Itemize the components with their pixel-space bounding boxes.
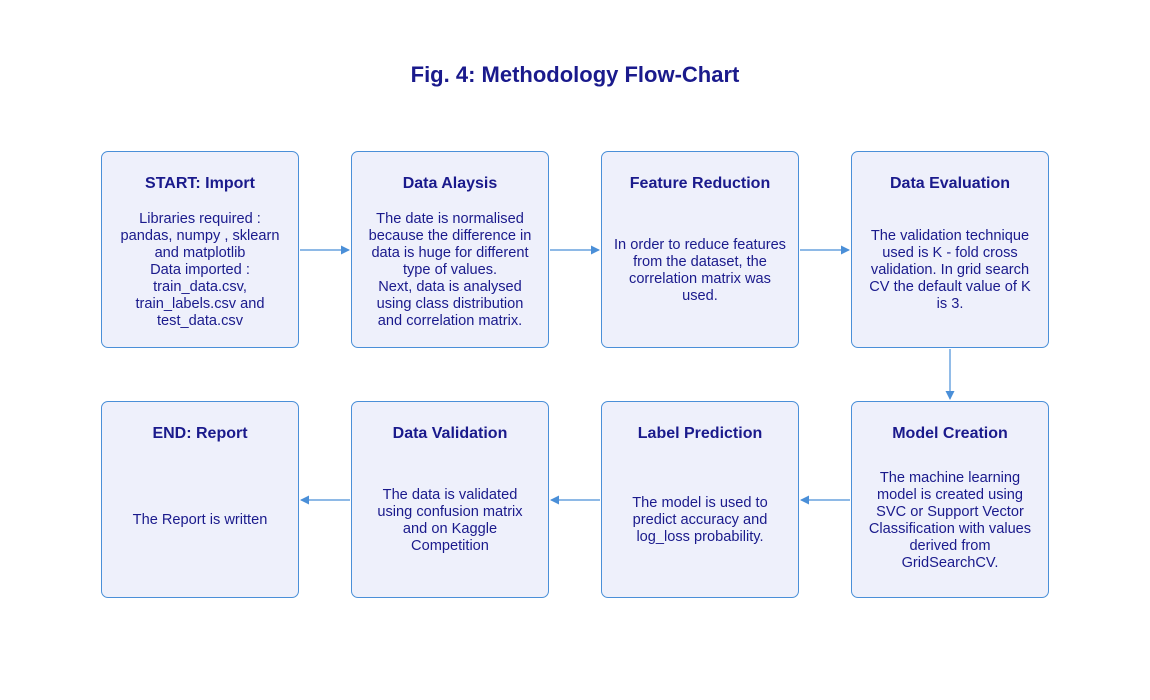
step-title: Data Alaysis	[402, 175, 498, 192]
step-title: Feature Reduction	[629, 175, 771, 192]
step-description: The machine learning model is created us…	[868, 469, 1032, 571]
step-data-evaluation: Data Evaluation The validation technique…	[851, 151, 1049, 348]
step-model-creation: Model Creation The machine learning mode…	[851, 401, 1049, 598]
figure-title: Fig. 4: Methodology Flow-Chart	[410, 62, 740, 87]
step-description: The model is used to predict accuracy an…	[632, 495, 768, 545]
step-data-analysis: Data Alaysis The date is normalised beca…	[351, 151, 549, 348]
step-description: The data is validated using confusion ma…	[377, 486, 523, 554]
step-description: Libraries required : pandas, numpy , skl…	[120, 211, 280, 329]
step-title: END: Report	[152, 425, 248, 442]
step-description: The validation technique used is K - fol…	[869, 228, 1031, 312]
step-end-report: END: Report The Report is written	[101, 401, 299, 598]
step-title: START: Import	[145, 175, 255, 192]
step-label-prediction: Label Prediction The model is used to pr…	[601, 401, 799, 598]
step-start-import: START: Import Libraries required : panda…	[101, 151, 299, 348]
step-title: Data Evaluation	[889, 175, 1011, 192]
step-description: The date is normalised because the diffe…	[368, 211, 532, 329]
step-description: The Report is written	[132, 512, 268, 528]
step-description: In order to reduce features from the dat…	[614, 236, 786, 304]
step-data-validation: Data Validation The data is validated us…	[351, 401, 549, 598]
step-title: Model Creation	[892, 425, 1008, 442]
step-title: Data Validation	[392, 425, 508, 442]
step-title: Label Prediction	[637, 425, 763, 442]
step-feature-reduction: Feature Reduction In order to reduce fea…	[601, 151, 799, 348]
